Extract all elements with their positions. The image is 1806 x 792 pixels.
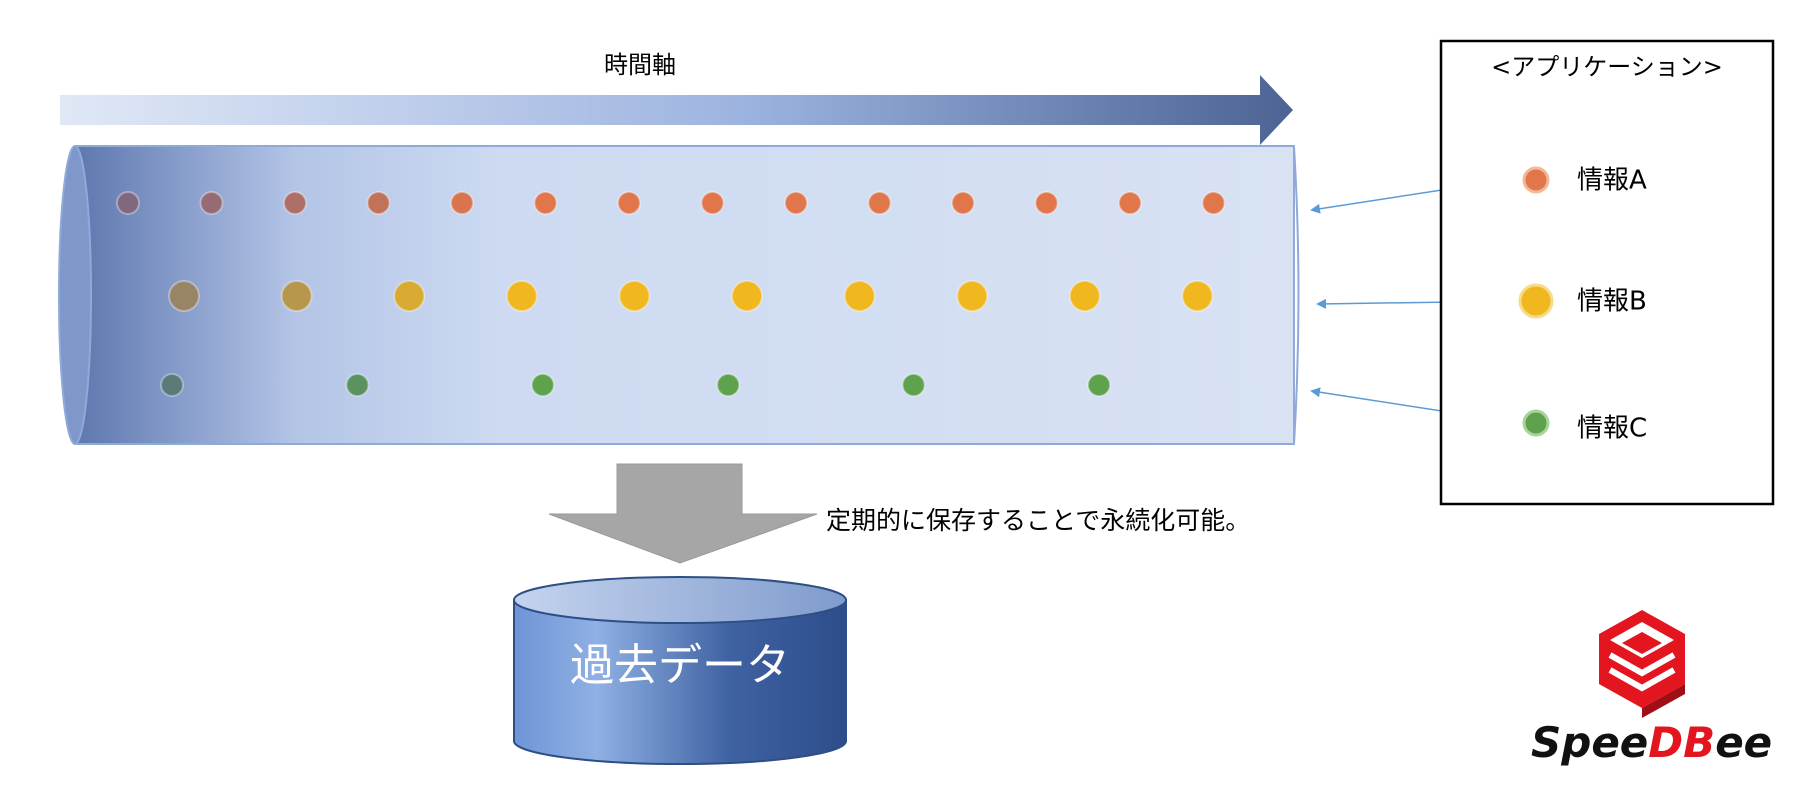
stream-dot-a (784, 191, 808, 215)
stream-dot-b (1181, 280, 1214, 312)
logo-part-db: DB (1648, 718, 1715, 767)
stream-dot-a (283, 191, 307, 215)
time-axis: 時間軸 (60, 51, 1293, 145)
database-label: 過去データ (570, 640, 790, 691)
legend-label-b: 情報B (1577, 287, 1647, 317)
stream-dots (116, 191, 1226, 397)
stream-dot-a (1201, 191, 1226, 215)
legend-label-c: 情報C (1577, 414, 1647, 444)
stream-dot-a (867, 191, 892, 215)
stream-dot-b (505, 280, 538, 312)
stream-dot-a (1034, 191, 1059, 215)
stream-dot-b (956, 280, 989, 312)
stream-dot-a (450, 191, 474, 215)
stream-dot-a (617, 191, 641, 215)
stream-dot-c (901, 373, 926, 397)
down-arrow (548, 463, 818, 564)
stream-dot-c (345, 373, 370, 397)
legend-dot-a (1522, 166, 1550, 194)
speedbee-logo-wordmark: SpeeDBee (1531, 718, 1772, 767)
stream-dot-b (731, 280, 763, 312)
legend-label-a: 情報A (1577, 166, 1647, 196)
time-axis-arrow (60, 75, 1293, 145)
stream-dot-a (700, 191, 725, 215)
pipe-left-end (58, 145, 92, 445)
stream-dot-c (1087, 373, 1111, 397)
legend-dot-b (1518, 283, 1554, 319)
stream-dot-b (1068, 280, 1101, 312)
database-body (513, 599, 847, 765)
stream-dot-a (951, 191, 975, 215)
stream-dot-b (618, 280, 651, 312)
logo-part-ee: ee (1715, 718, 1772, 767)
logo-part-spee: Spee (1531, 718, 1648, 767)
stream-dot-a (116, 191, 140, 215)
archive-flow: 定期的に保存することで永続化可能。 (548, 463, 1250, 564)
stream-dot-a (533, 191, 558, 215)
stream-dot-a (199, 191, 224, 215)
pipe-body (74, 145, 1295, 445)
stream-dot-c (160, 373, 184, 397)
legend-title: <アプリケーション> (1491, 53, 1723, 81)
stream-dot-b (168, 280, 200, 312)
data-stream-pipe (58, 145, 1300, 445)
speedbee-logo: SpeeDBee (1531, 610, 1772, 767)
legend-frame (1439, 39, 1775, 506)
archive-caption: 定期的に保存することで永続化可能。 (826, 506, 1250, 535)
stream-dot-b (843, 280, 876, 312)
pipe-right-cap (1293, 145, 1300, 445)
application-legend: <アプリケーション> 情報A 情報B 情報C (1439, 39, 1775, 506)
stream-dot-a (366, 191, 391, 215)
stream-dot-c (530, 373, 555, 397)
past-data-database: 過去データ (513, 576, 847, 765)
stream-dot-c (716, 373, 741, 397)
stream-dot-a (1118, 191, 1142, 215)
stream-dot-b (280, 280, 313, 312)
legend-dot-c (1522, 409, 1550, 437)
speedbee-logo-mark (1599, 610, 1685, 718)
database-top (513, 576, 847, 624)
stream-dot-b (393, 280, 426, 312)
time-axis-label: 時間軸 (604, 51, 676, 79)
